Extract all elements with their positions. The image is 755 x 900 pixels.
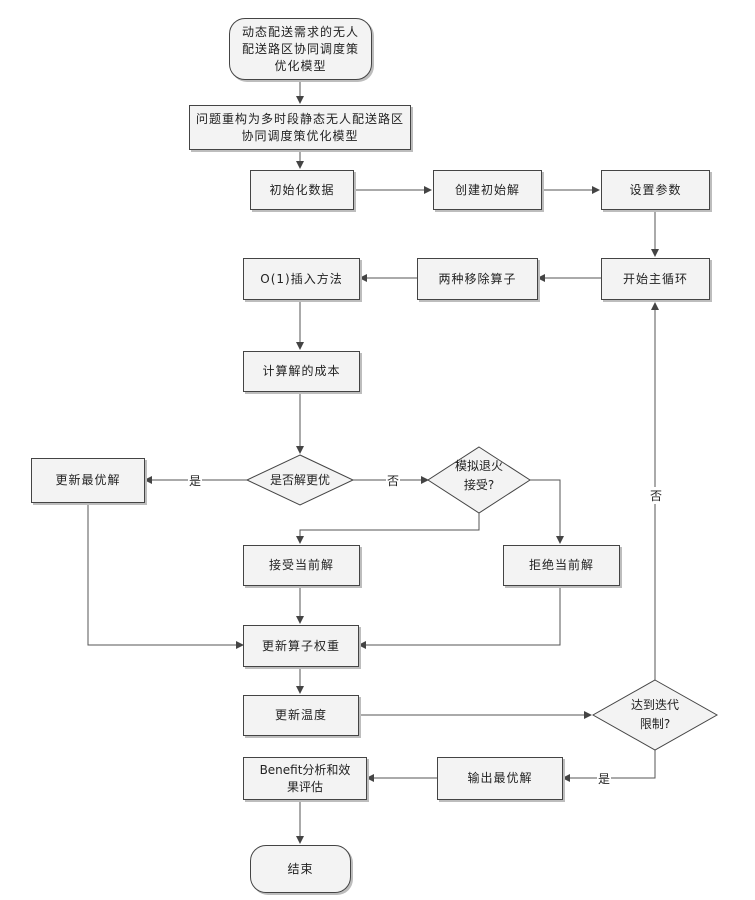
reconstruct-process: 问题重构为多时段静态无人配送路区协同调度策优化模型 (189, 105, 411, 150)
label-yes-better: 是 (188, 472, 202, 489)
o1-insert-process: O(1)插入方法 (243, 258, 360, 300)
label-yes-limit: 是 (597, 770, 611, 787)
reject-current-process: 拒绝当前解 (503, 545, 620, 586)
create-init-solution-process: 创建初始解 (433, 170, 542, 210)
decision-sa-accept-line1: 模拟退火 (455, 459, 503, 473)
removal-operators-process: 两种移除算子 (417, 258, 538, 300)
label-no-limit: 否 (649, 487, 663, 504)
output-best-process: 输出最优解 (437, 757, 563, 800)
benefit-analysis-process: Benefit分析和效果评估 (243, 757, 367, 800)
update-best-process: 更新最优解 (31, 458, 145, 503)
label-no-better: 否 (386, 472, 400, 489)
edge-reject-weights (359, 586, 560, 645)
decision-sa-accept-line2: 接受? (464, 477, 494, 492)
init-data-process: 初始化数据 (250, 170, 354, 210)
decision-is-better-text: 是否解更优 (270, 473, 330, 487)
edge-sa-accept (300, 513, 479, 543)
update-temperature-process: 更新温度 (243, 695, 359, 736)
end-terminal: 结束 (250, 845, 351, 893)
edge-sa-reject (530, 480, 560, 543)
update-weights-process: 更新算子权重 (243, 625, 359, 667)
compute-cost-process: 计算解的成本 (243, 351, 360, 392)
decision-iteration-limit: 达到迭代 限制? (593, 680, 717, 750)
decision-is-better: 是否解更优 (247, 455, 353, 505)
accept-current-process: 接受当前解 (243, 545, 360, 586)
decision-sa-accept: 模拟退火 接受? (428, 447, 530, 513)
start-main-loop-process: 开始主循环 (601, 258, 710, 300)
decision-limit-line1: 达到迭代 (631, 698, 679, 712)
set-params-process: 设置参数 (601, 170, 710, 210)
decision-limit-line2: 限制? (640, 717, 670, 731)
edge-best-weights (88, 503, 243, 645)
start-terminal: 动态配送需求的无人配送路区协同调度策优化模型 (229, 18, 372, 80)
